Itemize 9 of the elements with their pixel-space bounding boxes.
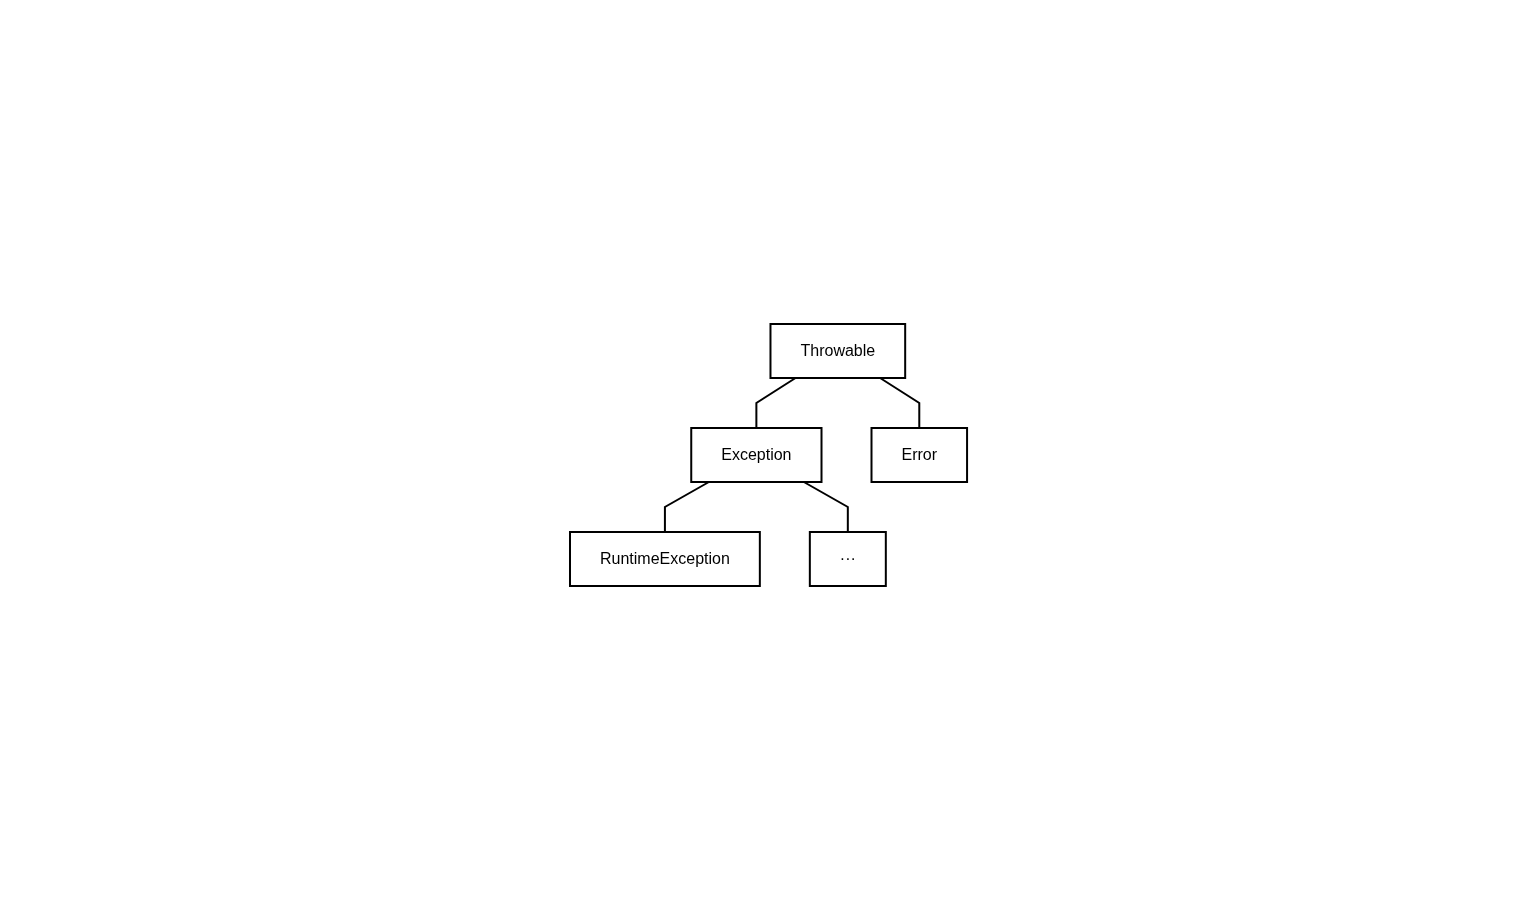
connector xyxy=(879,377,921,429)
connector xyxy=(802,481,849,533)
node-box: RuntimeException xyxy=(568,531,761,587)
connector xyxy=(663,481,710,533)
connector xyxy=(755,377,797,429)
node-box: ··· xyxy=(808,531,887,587)
node-box: Exception xyxy=(690,427,823,483)
node-box: Error xyxy=(870,427,969,483)
node-box: Throwable xyxy=(769,323,907,379)
